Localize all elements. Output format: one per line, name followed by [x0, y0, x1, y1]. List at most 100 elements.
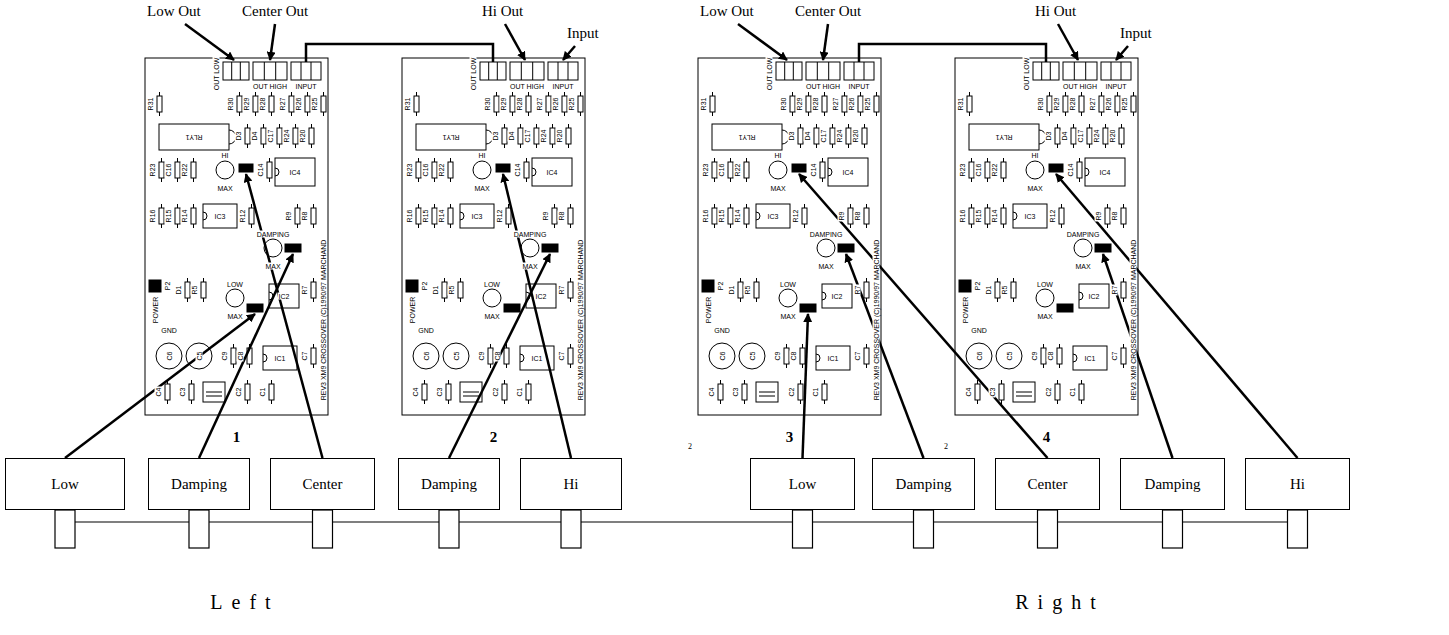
- silkscreen-text: R29: [243, 97, 250, 112]
- output-label: Center Out: [793, 4, 863, 19]
- control-box: Damping: [1120, 458, 1225, 510]
- silkscreen-text: R22: [991, 163, 998, 178]
- silkscreen-text: IC2: [1088, 293, 1101, 300]
- silkscreen-text: MAX: [1036, 313, 1053, 320]
- silkscreen-text: R9: [1095, 211, 1102, 222]
- silkscreen-text: R24: [540, 129, 547, 144]
- silkscreen-text: MAX: [473, 185, 490, 192]
- silkscreen-text: HI: [221, 152, 230, 159]
- jumper-wire: [306, 44, 493, 62]
- control-box: Hi: [1245, 458, 1350, 510]
- control-name: Center: [303, 476, 343, 493]
- silkscreen-text: R25: [568, 97, 575, 112]
- silkscreen-text: MAX: [483, 313, 500, 320]
- silkscreen-text: R12: [1049, 209, 1056, 224]
- silkscreen-text: C1: [516, 387, 523, 398]
- leader-arrow: [185, 24, 234, 60]
- silkscreen-text: LOW: [1036, 281, 1054, 288]
- silkscreen-text: C5: [196, 351, 203, 362]
- control-box: Damping: [872, 458, 975, 510]
- silkscreen-text: C7: [558, 351, 565, 362]
- silkscreen-text: C4: [412, 387, 419, 398]
- silkscreen-text: C1: [1069, 387, 1076, 398]
- leader-arrow: [799, 174, 1048, 458]
- silkscreen-text: R20: [299, 129, 306, 144]
- leader-arrow: [199, 254, 293, 458]
- jumper-wire: [859, 44, 1046, 62]
- silkscreen-text: OUT HIGH: [1062, 83, 1098, 90]
- pcb-board: [145, 58, 328, 415]
- silkscreen-text: IC1: [827, 355, 840, 362]
- knob-shaft: [313, 510, 333, 548]
- silkscreen-text: D4: [804, 131, 811, 142]
- silkscreen-text: R16: [702, 209, 709, 224]
- silkscreen-text: C7: [854, 351, 861, 362]
- silkscreen-text: MAX: [264, 263, 281, 270]
- silkscreen-text: R29: [1053, 97, 1060, 112]
- silkscreen-text: R31: [147, 97, 154, 112]
- silkscreen-text: INPUT: [552, 83, 575, 90]
- board-number: 1: [231, 430, 243, 445]
- silkscreen-text: MAX: [769, 185, 786, 192]
- leader-arrow: [563, 46, 575, 60]
- silkscreen-text: C8: [1047, 351, 1054, 362]
- silkscreen-text: DAMPING: [1066, 231, 1101, 238]
- silkscreen-text: D1: [175, 285, 182, 296]
- control-name: Damping: [896, 476, 952, 493]
- silkscreen-text: R28: [259, 97, 266, 112]
- silkscreen-text: MAX: [1026, 185, 1043, 192]
- silkscreen-text: R30: [484, 97, 491, 112]
- silkscreen-text: C14: [257, 163, 264, 178]
- silkscreen-text: MAX: [817, 263, 834, 270]
- silkscreen-text: C3: [732, 387, 739, 398]
- silkscreen-text: IC4: [842, 169, 855, 176]
- silkscreen-text: GND: [417, 327, 435, 334]
- silkscreen-text: MAX: [779, 313, 796, 320]
- output-label: Input: [565, 26, 601, 41]
- silkscreen-text: C5: [453, 351, 460, 362]
- leader-arrow: [823, 24, 828, 60]
- silkscreen-text: C14: [514, 163, 521, 178]
- channel-label: Right: [1015, 592, 1104, 612]
- silkscreen-text: GND: [713, 327, 731, 334]
- silkscreen-text: R27: [1089, 97, 1096, 112]
- silkscreen-text: R27: [536, 97, 543, 112]
- board-number: 2: [488, 430, 500, 445]
- silkscreen-text: OUT LOW: [1023, 57, 1030, 92]
- control-box: Hi: [520, 458, 622, 510]
- control-name: Hi: [1290, 476, 1305, 493]
- silkscreen-text: OUT HIGH: [805, 83, 841, 90]
- silkscreen-text: R5: [191, 285, 198, 296]
- silkscreen-text: MAX: [1074, 263, 1091, 270]
- silkscreen-text: R8: [558, 211, 565, 222]
- silkscreen-text: HI: [478, 152, 487, 159]
- silkscreen-text: R26: [552, 97, 559, 112]
- silkscreen-text: INPUT: [848, 83, 871, 90]
- silkscreen-text: D4: [251, 131, 258, 142]
- silkscreen-text: R27: [279, 97, 286, 112]
- silkscreen-text: R5: [1001, 285, 1008, 296]
- silkscreen-text: D4: [1061, 131, 1068, 142]
- silkscreen-text: C3: [989, 387, 996, 398]
- silkscreen-text: REV3 XM9 CROSSOVER (C)1990/97 MARCHAND: [577, 239, 584, 402]
- silkscreen-text: R20: [1109, 129, 1116, 144]
- silkscreen-text: R26: [848, 97, 855, 112]
- leader-arrow: [1103, 254, 1173, 458]
- silkscreen-text: R23: [702, 163, 709, 178]
- silkscreen-text: D4: [508, 131, 515, 142]
- silkscreen-text: R29: [796, 97, 803, 112]
- silkscreen-text: D3: [788, 131, 795, 142]
- output-label: Hi Out: [1033, 4, 1078, 19]
- silkscreen-text: R12: [792, 209, 799, 224]
- silkscreen-text: R25: [1121, 97, 1128, 112]
- silkscreen-text: C5: [749, 351, 756, 362]
- silkscreen-text: POWER: [705, 296, 712, 324]
- silkscreen-text: R7: [1111, 285, 1118, 296]
- leader-arrow: [1058, 24, 1078, 60]
- silkscreen-text: R23: [149, 163, 156, 178]
- silkscreen-text: R31: [700, 97, 707, 112]
- silkscreen-text: R23: [959, 163, 966, 178]
- silkscreen-text: R29: [500, 97, 507, 112]
- silkscreen-text: RLY1: [185, 134, 204, 141]
- silkscreen-text: C3: [179, 387, 186, 398]
